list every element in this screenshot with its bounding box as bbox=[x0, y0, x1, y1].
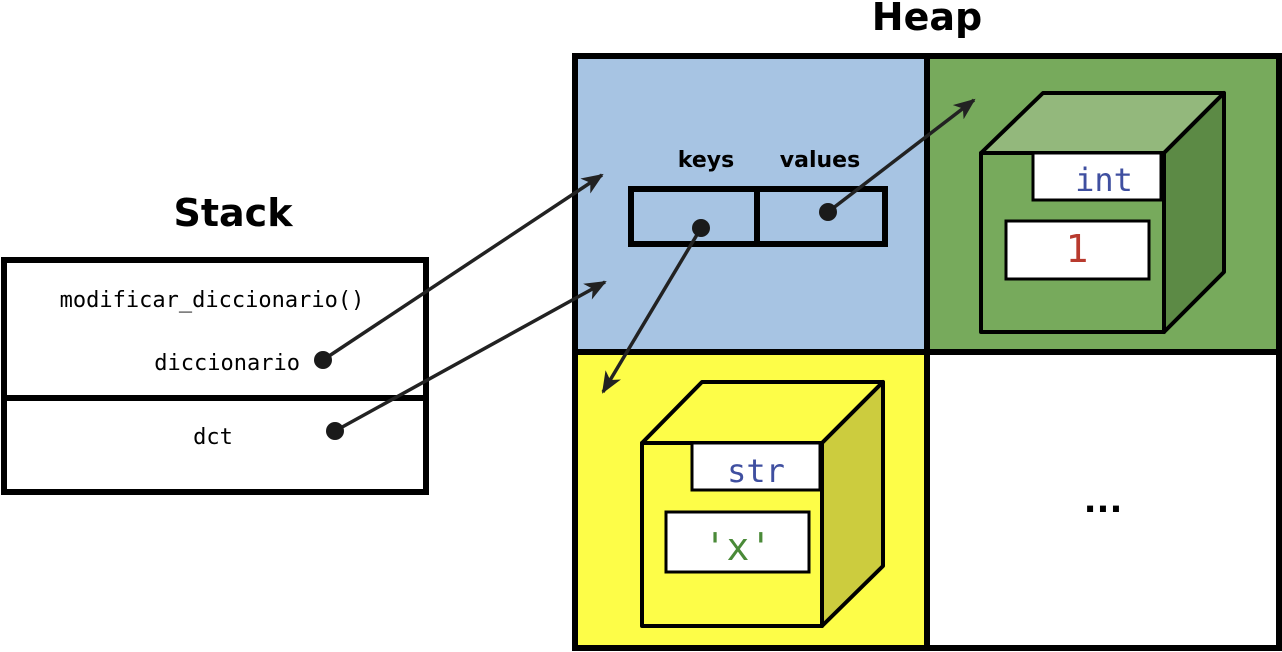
key-pointer-dot bbox=[692, 219, 710, 237]
dict-entry-box bbox=[628, 186, 888, 247]
arrow-key-to-str bbox=[601, 227, 703, 394]
int-type-box bbox=[1031, 151, 1163, 202]
function-frame bbox=[1, 257, 429, 401]
int-value-label: 1 bbox=[1066, 227, 1089, 271]
str-value-box bbox=[664, 510, 811, 574]
variable-dct: dct bbox=[193, 425, 233, 450]
pointer-dots bbox=[314, 203, 837, 440]
diccionario-pointer-dot bbox=[314, 351, 332, 369]
value-pointer-dot bbox=[819, 203, 837, 221]
arrow-diccionario-to-dict bbox=[322, 173, 604, 362]
arrow-value-to-int bbox=[826, 98, 976, 214]
ellipsis-label: ... bbox=[1084, 481, 1123, 521]
heap-title: Heap bbox=[872, 0, 982, 39]
stack-frames bbox=[1, 257, 429, 495]
reference-arrows bbox=[322, 98, 976, 433]
int-value-box bbox=[1004, 219, 1151, 281]
function-name: modificar_diccionario() bbox=[60, 288, 365, 313]
str-value-label: 'x' bbox=[704, 525, 773, 569]
str-object-cube bbox=[640, 380, 885, 628]
str-type-box bbox=[690, 441, 822, 492]
variable-diccionario: diccionario bbox=[154, 351, 300, 376]
int-object-cube bbox=[979, 91, 1226, 334]
dict-cell bbox=[575, 56, 927, 352]
dct-pointer-dot bbox=[326, 422, 344, 440]
int-type-label: int bbox=[1075, 161, 1133, 199]
arrow-dct-to-dict bbox=[334, 280, 607, 433]
global-frame bbox=[1, 395, 429, 495]
values-label: values bbox=[780, 148, 860, 173]
stack-title: Stack bbox=[174, 191, 294, 235]
empty-cell bbox=[927, 352, 1279, 648]
keys-label: keys bbox=[678, 148, 734, 173]
str-type-label: str bbox=[727, 452, 785, 490]
